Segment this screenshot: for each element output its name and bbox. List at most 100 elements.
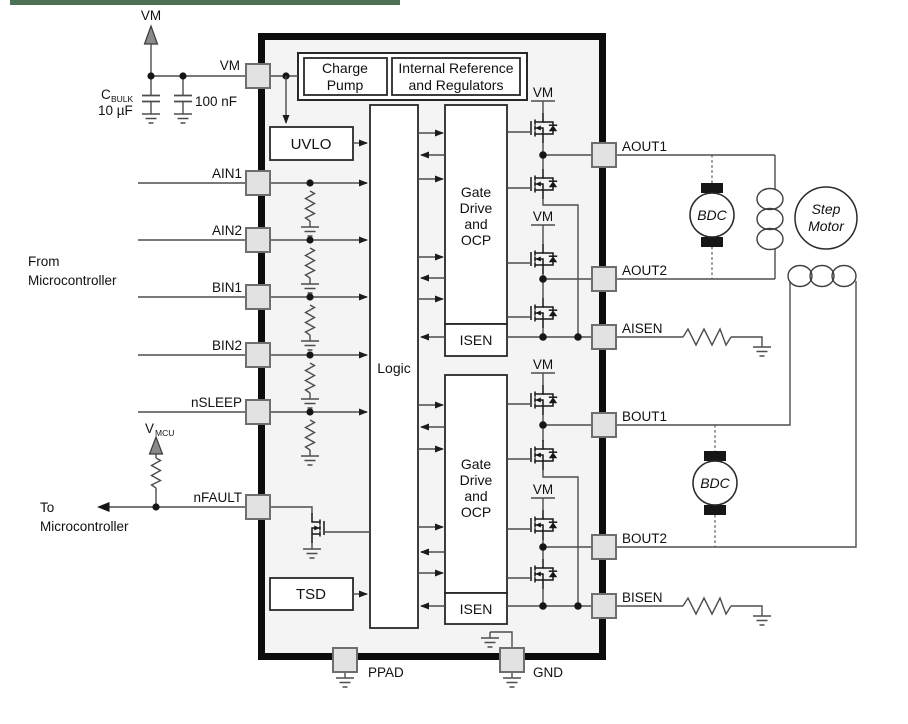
to-mcu-arrow-icon [97, 502, 110, 512]
ground-icon [141, 107, 161, 124]
uvlo-block: UVLO [269, 126, 368, 161]
vm-internal-wiring [270, 72, 298, 124]
logic-label: Logic [377, 360, 410, 376]
gate-drive-a-label-4: OCP [461, 232, 491, 248]
tsd-block: TSD [269, 577, 368, 611]
ground-icon [335, 671, 355, 688]
charge-pump-label-1: Charge [322, 60, 368, 76]
cbulk-subscript: BULK [111, 94, 134, 104]
cbulk-label: C [101, 87, 111, 102]
gate-drive-a-label-2: Drive [460, 200, 493, 216]
logic-block: Logic [369, 104, 419, 629]
input-network [270, 179, 368, 466]
bout2-label: BOUT2 [622, 531, 667, 546]
tsd-label: TSD [296, 586, 326, 603]
output-a-network: BDC Step Motor [616, 154, 858, 280]
gate-drive-b-block: Gate Drive and OCP ISEN [418, 374, 508, 625]
ground-icon [752, 609, 772, 626]
int-ref-label-1: Internal Reference [398, 60, 513, 76]
h-bridge-a: VM VM [507, 85, 592, 341]
ground-icon [502, 671, 522, 688]
charge-pump-label-2: Pump [327, 77, 364, 93]
charge-pump-block: Charge Pump Internal Reference and Regul… [297, 52, 528, 101]
output-b-network: BDC [616, 264, 857, 548]
cbulk-value: 10 µF [98, 103, 133, 118]
bdc-motor-b-label: BDC [700, 475, 730, 491]
vm-rail-label: VM [533, 209, 553, 224]
h-bridge-b: VM VM [507, 357, 592, 610]
from-mcu-line1: From [28, 254, 60, 269]
nfault-open-drain [270, 506, 370, 559]
pin-ain1 [245, 170, 271, 196]
ground-icon [173, 107, 193, 124]
gate-drive-a-block: Gate Drive and OCP ISEN [418, 104, 508, 357]
uvlo-label: UVLO [291, 136, 332, 153]
aout2-label: AOUT2 [622, 263, 667, 278]
sense-resistor-icon [682, 328, 732, 346]
bin2-label: BIN2 [212, 338, 242, 353]
vm-pin-label: VM [220, 58, 240, 73]
vm-rail-label: VM [533, 357, 553, 372]
pin-nsleep [245, 399, 271, 425]
pin-aisen [591, 324, 617, 350]
pin-bisen [591, 593, 617, 619]
pin-gnd [499, 647, 525, 673]
vm-rail-label: VM [533, 482, 553, 497]
pins [245, 63, 617, 673]
ppad-label: PPAD [368, 665, 404, 680]
motor-brush [704, 505, 726, 515]
pin-nfault [245, 494, 271, 520]
pin-aout2 [591, 266, 617, 292]
vm-supply-label: VM [141, 8, 161, 23]
accent-bar [10, 0, 400, 5]
bdc-motor-a-label: BDC [697, 207, 727, 223]
pin-bout1 [591, 412, 617, 438]
pullup-resistor-icon [150, 457, 162, 489]
int-ref-label-2: and Regulators [409, 77, 504, 93]
pin-aout1 [591, 142, 617, 168]
bisen-label: BISEN [622, 590, 663, 605]
bdc-motor-a [689, 192, 735, 238]
gate-drive-b-label-2: Drive [460, 472, 493, 488]
vmcu-label: V [145, 421, 154, 436]
gate-drive-a-label-3: and [464, 216, 487, 232]
pin-ppad [332, 647, 358, 673]
pin-bin2 [245, 342, 271, 368]
ain1-label: AIN1 [212, 166, 242, 181]
motor-brush [701, 183, 723, 193]
mcu-side: From Microcontroller To Microcontroller … [28, 182, 246, 534]
isen-a-label: ISEN [460, 332, 493, 348]
vmcu-arrow-icon [148, 435, 164, 455]
aout1-label: AOUT1 [622, 139, 667, 154]
motor-brush [704, 451, 726, 461]
ain2-label: AIN2 [212, 223, 242, 238]
bottom-grounds [335, 671, 522, 688]
vm-rail-label: VM [533, 85, 553, 100]
from-mcu-line2: Microcontroller [28, 273, 117, 288]
bin1-label: BIN1 [212, 280, 242, 295]
pin-labels: AIN1 AIN2 BIN1 BIN2 nSLEEP nFAULT AOUT1 … [191, 139, 667, 680]
sense-resistor-icon [682, 597, 732, 615]
step-motor-label-2: Motor [808, 218, 845, 234]
pin-ain2 [245, 227, 271, 253]
pin-vm [245, 63, 271, 89]
pin-bin1 [245, 284, 271, 310]
supply-decoupling: VM C BULK 10 µF 100 nF VM [98, 8, 246, 124]
nfault-label: nFAULT [193, 490, 242, 505]
gnd-internal [480, 631, 513, 648]
gnd-label: GND [533, 665, 563, 680]
aisen-sense [616, 328, 772, 357]
nsleep-label: nSLEEP [191, 395, 242, 410]
cap-value: 100 nF [195, 94, 237, 109]
motor-brush [701, 237, 723, 247]
bisen-sense [616, 597, 772, 626]
to-mcu-line1: To [40, 500, 54, 515]
to-mcu-line2: Microcontroller [40, 519, 129, 534]
aisen-label: AISEN [622, 321, 663, 336]
gate-drive-b-label-1: Gate [461, 456, 492, 472]
bout1-label: BOUT1 [622, 409, 667, 424]
ground-icon [752, 340, 772, 357]
gate-drive-b-label-4: OCP [461, 504, 491, 520]
